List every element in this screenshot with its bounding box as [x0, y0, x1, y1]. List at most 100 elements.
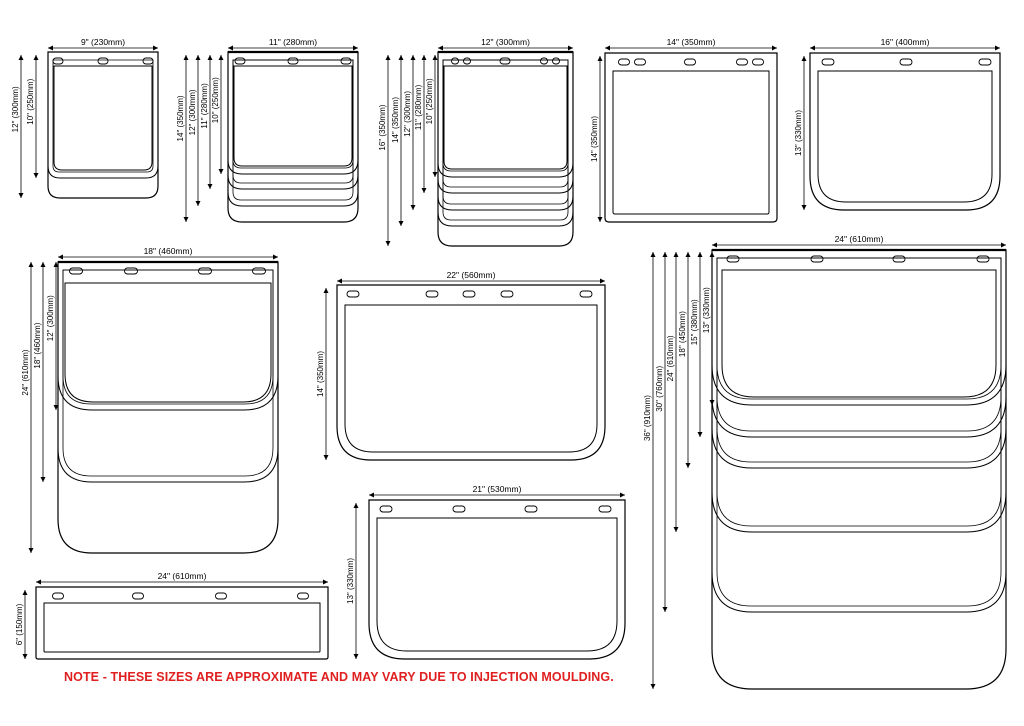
flap-outline — [227, 51, 359, 223]
mudflap-w16: 16" (400mm) 13" (330mm) — [794, 37, 1001, 211]
width-label: 18" (460mm) — [144, 246, 193, 256]
flap-outline — [437, 51, 574, 247]
flap-outline — [47, 51, 159, 179]
mounting-slot — [892, 255, 906, 263]
flap-panel — [53, 65, 153, 171]
flap-outline — [809, 52, 1001, 211]
height-label: 30" (760mm) — [655, 365, 664, 411]
height-label: 24" (610mm) — [21, 349, 30, 395]
flap-inner-outline — [442, 59, 569, 172]
mounting-slot — [297, 592, 309, 600]
width-label: 12" (300mm) — [481, 37, 530, 47]
height-label: 12" (300mm) — [403, 91, 412, 137]
height-label: 36" (910mm) — [643, 395, 652, 441]
height-label: 12" (300mm) — [11, 86, 20, 132]
height-label: 13" (330mm) — [794, 110, 803, 156]
mounting-slot — [500, 290, 514, 298]
flap-inner-outline — [716, 257, 1002, 432]
mounting-slot — [752, 58, 764, 66]
flap-inner-outline — [232, 59, 354, 169]
mounting-slot — [252, 267, 266, 275]
flap-outline — [711, 249, 1007, 406]
mounting-slot — [976, 255, 990, 263]
mudflap-w11: 11" (280mm)14" (350mm)12" (300mm)11" (28… — [176, 37, 359, 223]
flap-outline — [336, 284, 606, 461]
mounting-slot — [425, 290, 439, 298]
mounting-slot — [726, 255, 740, 263]
height-label: 10" (250mm) — [26, 78, 35, 124]
mounting-slot — [340, 57, 352, 65]
width-label: 22" (560mm) — [447, 270, 496, 280]
mounting-slot — [52, 57, 64, 65]
flap-outline — [711, 249, 1007, 533]
flap-panel — [376, 517, 618, 652]
mounting-slot — [463, 57, 471, 65]
flap-panel — [43, 602, 321, 653]
flap-panel — [721, 269, 997, 398]
flap-outline — [57, 261, 279, 411]
height-label: 10" (250mm) — [425, 78, 434, 124]
width-label: 9" (230mm) — [81, 37, 125, 47]
width-label: 11" (280mm) — [269, 37, 317, 47]
height-label: 11" (280mm) — [200, 83, 209, 129]
width-label: 24" (610mm) — [158, 571, 207, 581]
mudflap-w14: 14" (350mm) 14" (350mm) — [590, 37, 778, 223]
height-label: 18" (450mm) — [678, 311, 687, 357]
flap-outline — [437, 51, 574, 194]
mounting-slot — [379, 505, 393, 513]
mudflap-w24: 24" (610mm)36" (910mm)30" (760mm)24" (61… — [643, 234, 1007, 690]
mounting-slot — [634, 58, 646, 66]
mounting-slot — [736, 58, 748, 66]
height-label: 12" (300mm) — [188, 89, 197, 135]
width-label: 14" (350mm) — [667, 37, 716, 47]
flap-panel — [64, 282, 272, 403]
flap-inner-outline — [232, 59, 354, 184]
flap-outline — [35, 586, 329, 660]
height-label: 18" (460mm) — [33, 322, 42, 368]
mounting-slot — [462, 290, 476, 298]
flap-outline — [711, 249, 1007, 438]
flap-inner-outline — [442, 59, 569, 205]
disclaimer-note: NOTE - THESE SIZES ARE APPROXIMATE AND M… — [64, 670, 614, 684]
mounting-slot — [234, 57, 246, 65]
mounting-slot — [52, 592, 64, 600]
flap-panel — [443, 65, 568, 170]
width-label: 16" (400mm) — [881, 37, 930, 47]
height-label: 12" (300mm) — [46, 295, 55, 341]
mounting-slot — [598, 505, 612, 513]
height-label: 6" (150mm) — [15, 603, 24, 645]
mudflap-w12: 12" (300mm)16" (350mm)14" (350mm)12" (30… — [378, 37, 574, 247]
flap-inner-outline — [442, 59, 569, 188]
height-label: 14" (350mm) — [176, 95, 185, 141]
flap-inner-outline — [442, 59, 569, 221]
mounting-slot — [198, 267, 212, 275]
flap-outline — [604, 52, 778, 223]
mounting-slot — [69, 267, 83, 275]
mounting-slot — [618, 58, 630, 66]
flap-outline — [227, 51, 359, 207]
flap-inner-outline — [62, 269, 274, 405]
mounting-slot — [810, 255, 824, 263]
height-label: 10" (250mm) — [211, 77, 220, 123]
flap-inner-outline — [716, 257, 1002, 463]
mounting-slot — [899, 58, 913, 66]
mounting-slot — [287, 57, 299, 65]
mounting-slot — [451, 57, 459, 65]
mounting-slot — [579, 290, 593, 298]
flap-outline — [437, 51, 574, 211]
flap-outline — [57, 261, 279, 554]
height-label: 14" (350mm) — [590, 116, 599, 162]
flap-inner-outline — [716, 257, 1002, 527]
mudflap-w18: 18" (460mm)24" (610mm)18" (460mm)12" (30… — [21, 246, 279, 554]
mudflap-w22: 22" (560mm)14" (350mm) — [316, 270, 606, 461]
flap-inner-outline — [716, 257, 1002, 607]
height-label: 24" (610mm) — [666, 335, 675, 381]
flap-outline — [57, 261, 279, 483]
mounting-slot — [524, 505, 538, 513]
mounting-slot — [346, 290, 360, 298]
flap-outline — [711, 249, 1007, 613]
height-label: 14" (350mm) — [391, 97, 400, 143]
flap-panel — [612, 70, 770, 215]
